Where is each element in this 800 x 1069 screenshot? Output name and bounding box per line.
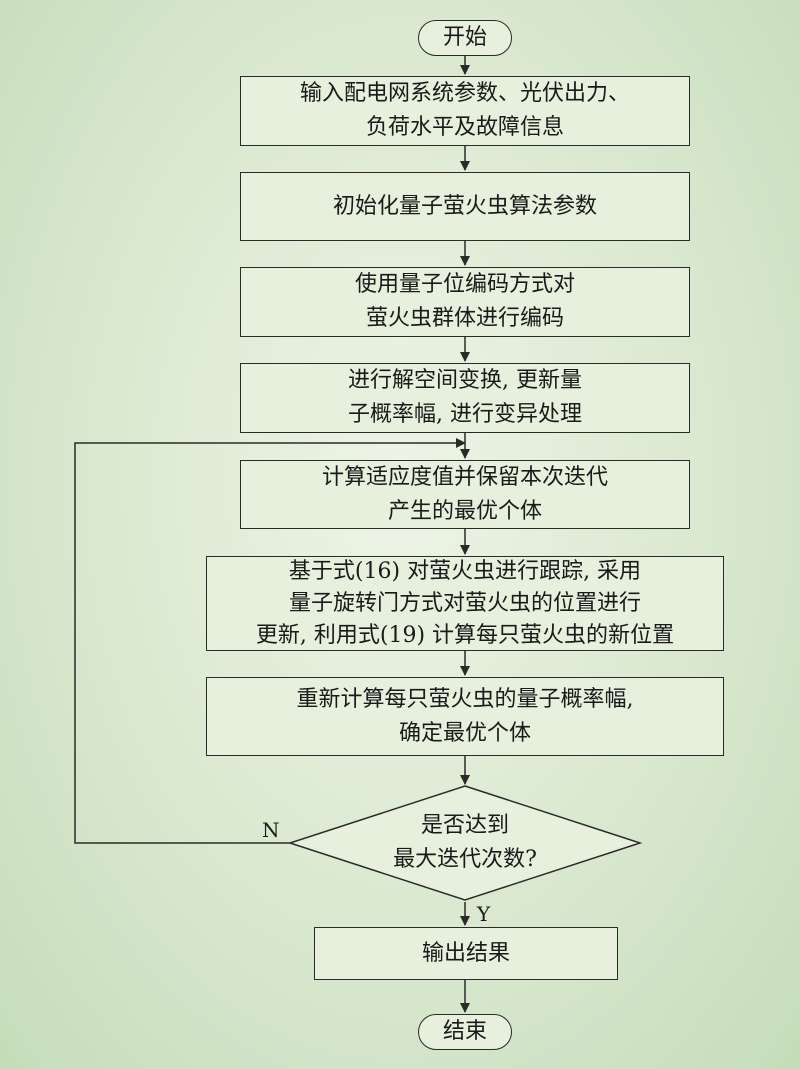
start-label: 开始 (442, 25, 487, 50)
loop-back-line (74, 438, 466, 844)
step-recompute: 重新计算每只萤火虫的量子概率幅, 确定最优个体 (206, 677, 724, 756)
step-input-params-text: 输入配电网系统参数、光伏出力、 负荷水平及故障信息 (299, 81, 630, 140)
step-output-text: 输出结果 (421, 940, 510, 966)
step-tracking-update-text: 基于式(16) 对萤火虫进行跟踪, 采用 量子旋转门方式对萤火虫的位置进行 更新… (255, 558, 675, 648)
step-space-transform-text: 进行解空间变换, 更新量 子概率幅, 进行变异处理 (348, 368, 582, 427)
decision-text: 是否达到 最大迭代次数? (393, 813, 537, 872)
step-fitness-text: 计算适应度值并保留本次迭代 产生的最优个体 (321, 464, 608, 524)
end-label: 结束 (442, 1019, 487, 1044)
step-output: 输出结果 (314, 927, 618, 980)
start-node: 开始 (418, 20, 512, 56)
step-input-params: 输入配电网系统参数、光伏出力、 负荷水平及故障信息 (240, 76, 690, 146)
step-init-params: 初始化量子萤火虫算法参数 (240, 172, 690, 241)
step-tracking-update: 基于式(16) 对萤火虫进行跟踪, 采用 量子旋转门方式对萤火虫的位置进行 更新… (206, 556, 724, 651)
step-space-transform: 进行解空间变换, 更新量 子概率幅, 进行变异处理 (240, 363, 690, 433)
no-label: N (262, 818, 280, 842)
step-qubit-encoding-text: 使用量子位编码方式对 萤火虫群体进行编码 (354, 272, 575, 331)
decision-diamond (287, 785, 643, 901)
end-node: 结束 (418, 1014, 512, 1050)
step-fitness: 计算适应度值并保留本次迭代 产生的最优个体 (240, 460, 690, 529)
step-init-params-text: 初始化量子萤火虫算法参数 (332, 193, 597, 219)
yes-label: Y (477, 902, 491, 926)
decision-node: 是否达到 最大迭代次数? (290, 808, 640, 878)
step-qubit-encoding: 使用量子位编码方式对 萤火虫群体进行编码 (240, 267, 690, 337)
step-recompute-text: 重新计算每只萤火虫的量子概率幅, 确定最优个体 (296, 686, 634, 746)
